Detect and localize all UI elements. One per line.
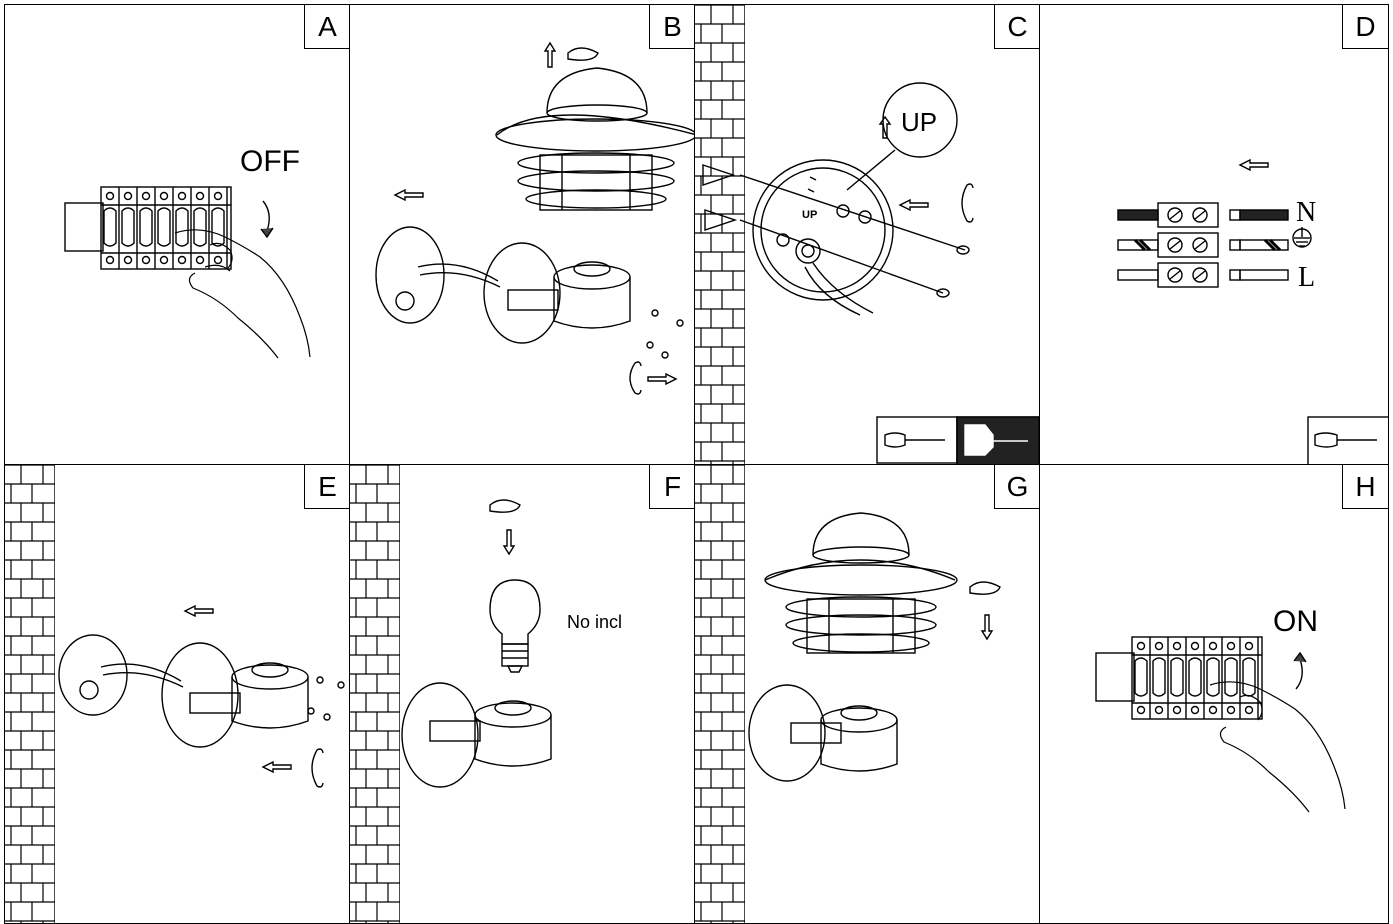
up-arrow-icon bbox=[543, 41, 557, 68]
down-arrow-icon bbox=[980, 614, 994, 641]
hand-icon bbox=[1209, 681, 1346, 813]
panel-h: H ON bbox=[1039, 464, 1389, 924]
panel-c: C UP UP bbox=[694, 4, 1041, 466]
no-incl-label: No incl bbox=[567, 612, 623, 632]
wall-plate-icon bbox=[752, 159, 894, 301]
rotate-arrow-icon bbox=[969, 581, 1001, 595]
circuit-breaker-icon bbox=[64, 186, 311, 359]
panel-letter: B bbox=[649, 5, 695, 49]
panel-b: B bbox=[349, 4, 696, 466]
up-callout-icon bbox=[882, 82, 958, 158]
panel-letter: C bbox=[994, 5, 1040, 49]
shade-icon bbox=[764, 512, 958, 654]
up-callout-label: UP bbox=[901, 107, 938, 137]
panel-letter: A bbox=[304, 5, 350, 49]
live-label: L bbox=[1298, 262, 1316, 293]
up-mark-label: UP bbox=[802, 209, 818, 221]
left-arrow-icon bbox=[183, 604, 214, 618]
panel-letter: E bbox=[304, 465, 350, 509]
terminal-block-icon bbox=[1157, 202, 1219, 288]
screw-icon bbox=[739, 174, 970, 298]
neutral-label: N bbox=[1296, 197, 1317, 228]
panel-letter: D bbox=[1342, 5, 1388, 49]
left-arrow-icon bbox=[393, 188, 424, 202]
screwdriver-icon bbox=[1307, 416, 1388, 465]
down-arrow-icon bbox=[502, 529, 516, 556]
on-label: ON bbox=[1273, 605, 1318, 638]
circuit-breaker-icon bbox=[1095, 636, 1346, 813]
left-arrow-icon bbox=[898, 198, 929, 212]
left-arrow-icon bbox=[1238, 158, 1269, 172]
panel-a: A OFF bbox=[4, 4, 351, 466]
wall-lamp-icon bbox=[748, 684, 898, 782]
panel-g: G bbox=[694, 464, 1041, 924]
shade-icon bbox=[495, 67, 695, 211]
panel-e: E bbox=[4, 464, 351, 924]
wall-lamp-icon bbox=[401, 682, 552, 788]
rotate-arrow-icon bbox=[961, 183, 974, 223]
rotate-arrow-icon bbox=[489, 499, 521, 513]
rotate-arrow-icon bbox=[311, 748, 324, 788]
panel-letter: G bbox=[994, 465, 1040, 509]
rotate-arrow-icon bbox=[567, 47, 599, 61]
hand-icon bbox=[174, 229, 311, 359]
panel-d: D N L bbox=[1039, 4, 1389, 466]
left-arrow-icon bbox=[261, 760, 292, 774]
brick-wall-icon bbox=[695, 465, 745, 923]
off-label: OFF bbox=[240, 145, 300, 178]
wall-plug-icon bbox=[702, 164, 738, 231]
wall-lamp-icon bbox=[375, 226, 631, 344]
bulb-icon bbox=[489, 579, 541, 673]
brick-wall-icon bbox=[350, 465, 400, 923]
wall-lamp-icon bbox=[58, 634, 309, 748]
ground-symbol-icon bbox=[1292, 227, 1312, 248]
rotate-arrow-icon bbox=[629, 361, 642, 395]
panel-letter: H bbox=[1342, 465, 1388, 509]
right-arrow-icon bbox=[647, 372, 678, 386]
panel-letter: F bbox=[649, 465, 695, 509]
brick-wall-icon bbox=[5, 465, 55, 923]
panel-f: F No incl bbox=[349, 464, 696, 924]
